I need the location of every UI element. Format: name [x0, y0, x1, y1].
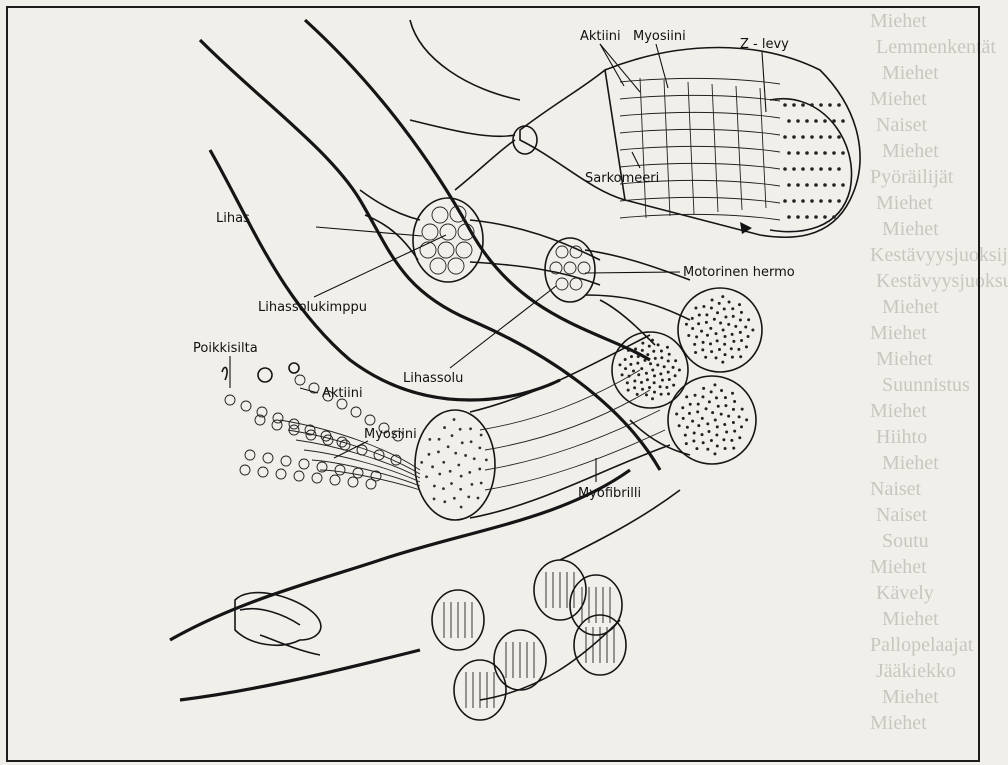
figure-frame [6, 6, 980, 762]
